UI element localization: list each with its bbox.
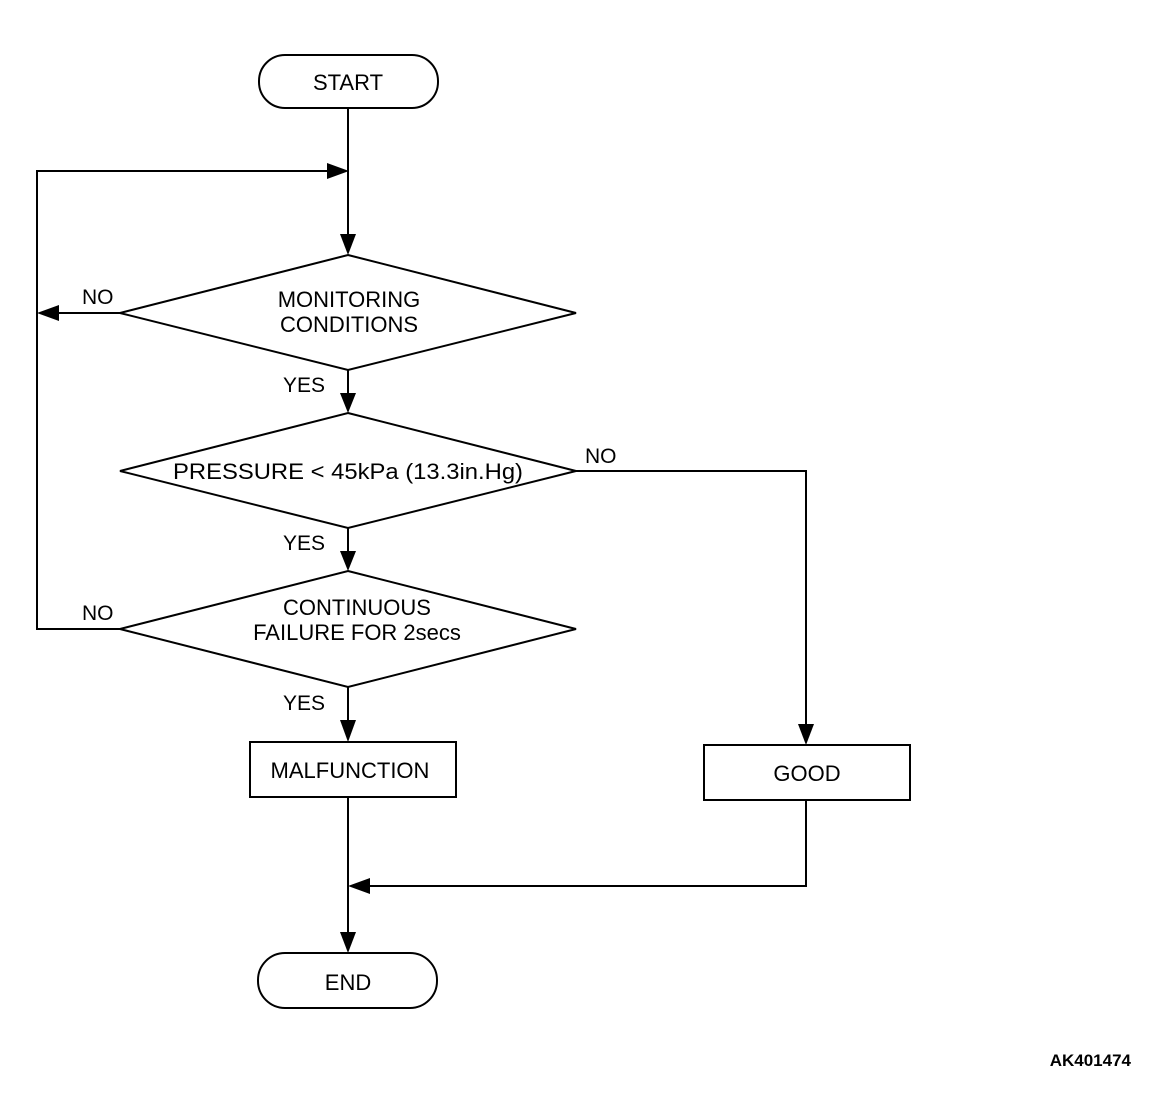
arrowhead-into-good: [798, 724, 814, 745]
arrowhead-into-malfunction: [340, 720, 356, 742]
monitoring-label-line1: MONITORING: [278, 287, 421, 312]
good-label: GOOD: [773, 761, 840, 786]
edge-pressure-no: [576, 470, 807, 726]
start-node: START: [258, 54, 439, 109]
monitoring-no-label: NO: [82, 286, 114, 309]
good-box: [703, 744, 911, 801]
arrowhead-into-pressure: [340, 393, 356, 413]
pressure-no-label: NO: [585, 445, 617, 468]
monitoring-decision: MONITORING CONDITIONS: [119, 253, 577, 372]
edge-continuous-no-loop: [36, 170, 330, 630]
arrowheads: [37, 163, 814, 953]
continuous-diamond: [119, 569, 577, 689]
malfunction-node: MALFUNCTION: [249, 741, 457, 798]
arrowhead-into-continuous: [340, 551, 356, 571]
arrowhead-good-return: [348, 878, 370, 894]
arrowhead-loop-return: [327, 163, 349, 179]
connectors: [36, 108, 807, 934]
pressure-decision: PRESSURE < 45kPa (13.3in.Hg): [119, 411, 577, 530]
malfunction-box: [249, 741, 457, 798]
monitoring-diamond: [119, 253, 577, 372]
continuous-no-label: NO: [82, 602, 114, 625]
end-terminal-shape: [257, 952, 438, 1009]
start-terminal-shape: [258, 54, 439, 109]
arrowhead-into-monitoring: [340, 234, 356, 255]
monitoring-yes-label: YES: [283, 374, 325, 397]
arrowhead-monitoring-no: [37, 305, 59, 321]
continuous-label-line2: FAILURE FOR 2secs: [253, 620, 461, 645]
arrowhead-into-end: [340, 932, 356, 953]
monitoring-label-line2: CONDITIONS: [280, 312, 418, 337]
end-label: END: [325, 970, 371, 995]
continuous-decision: CONTINUOUS FAILURE FOR 2secs: [119, 569, 577, 689]
continuous-label-line1: CONTINUOUS: [283, 595, 431, 620]
branch-labels: NO YES NO YES NO YES: [82, 286, 617, 715]
figure-code: AK401474: [1050, 1051, 1132, 1070]
pressure-diamond: [119, 411, 577, 530]
malfunction-label: MALFUNCTION: [271, 758, 430, 783]
edge-good-return: [368, 801, 807, 887]
start-label: START: [313, 70, 383, 95]
pressure-yes-label: YES: [283, 532, 325, 555]
good-node: GOOD: [703, 744, 911, 801]
end-node: END: [257, 952, 438, 1009]
pressure-label: PRESSURE < 45kPa (13.3in.Hg): [173, 459, 523, 484]
continuous-yes-label: YES: [283, 692, 325, 715]
